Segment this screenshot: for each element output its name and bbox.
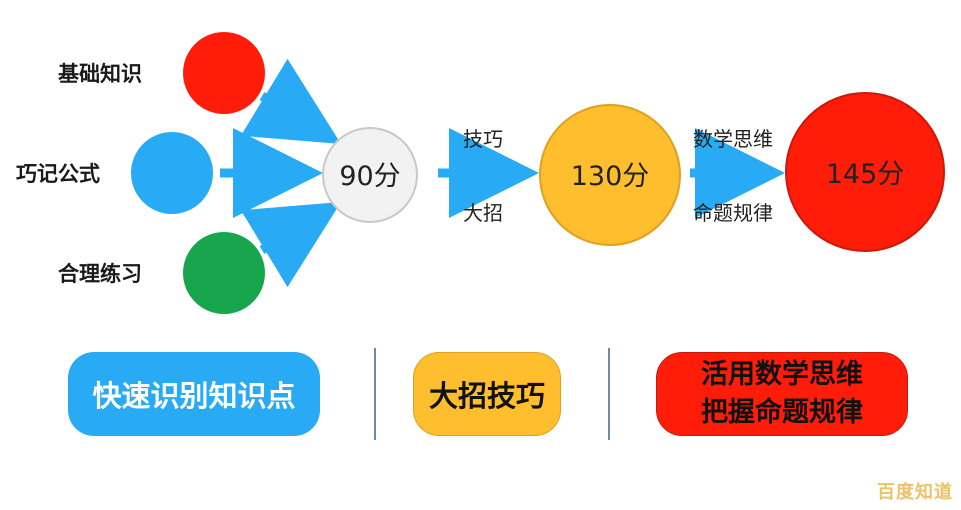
divider-left bbox=[374, 348, 376, 440]
input-circle-formulas bbox=[131, 132, 213, 214]
summary-box-thinking-line1: 活用数学思维 bbox=[701, 359, 863, 390]
arrow-label-exam-patterns: 命题规律 bbox=[693, 201, 773, 225]
summary-box-tricks-text: 大招技巧 bbox=[428, 379, 545, 413]
arrow-label-tricks: 大招 bbox=[463, 201, 503, 225]
watermark-logo: 百度知道 bbox=[877, 482, 953, 503]
summary-box-thinking-patterns: 活用数学思维 把握命题规律 bbox=[656, 352, 908, 436]
arrow-basics-to-90 bbox=[240, 58, 342, 145]
summary-box-thinking-line2: 把握命题规律 bbox=[701, 397, 863, 428]
flow-diagram: 基础知识 巧记公式 合理练习 90分 130分 145分 技巧 大招 数学思维 … bbox=[16, 32, 945, 314]
input-circle-basics bbox=[183, 32, 265, 114]
stage-circle-90 bbox=[322, 127, 418, 223]
stage-label-130: 130分 bbox=[571, 161, 650, 192]
stage-circle-130 bbox=[539, 104, 681, 246]
arrow-practice-to-90 bbox=[240, 201, 342, 288]
input-label-practice: 合理练习 bbox=[58, 262, 142, 286]
stage-label-90: 90分 bbox=[339, 161, 400, 192]
divider-right bbox=[608, 348, 610, 440]
summary-box-identify-knowledge: 快速识别知识点 bbox=[68, 352, 320, 436]
input-label-formulas: 巧记公式 bbox=[16, 162, 100, 186]
input-circle-practice bbox=[183, 232, 265, 314]
summary-box-identify-knowledge-text: 快速识别知识点 bbox=[92, 379, 296, 413]
arrow-label-math-thinking: 数学思维 bbox=[693, 127, 773, 151]
summary-box-tricks: 大招技巧 bbox=[413, 352, 561, 436]
stage-circle-145 bbox=[785, 92, 945, 252]
stage-label-145: 145分 bbox=[826, 159, 905, 190]
input-label-basics: 基础知识 bbox=[58, 62, 142, 86]
arrow-label-skills: 技巧 bbox=[463, 127, 503, 151]
